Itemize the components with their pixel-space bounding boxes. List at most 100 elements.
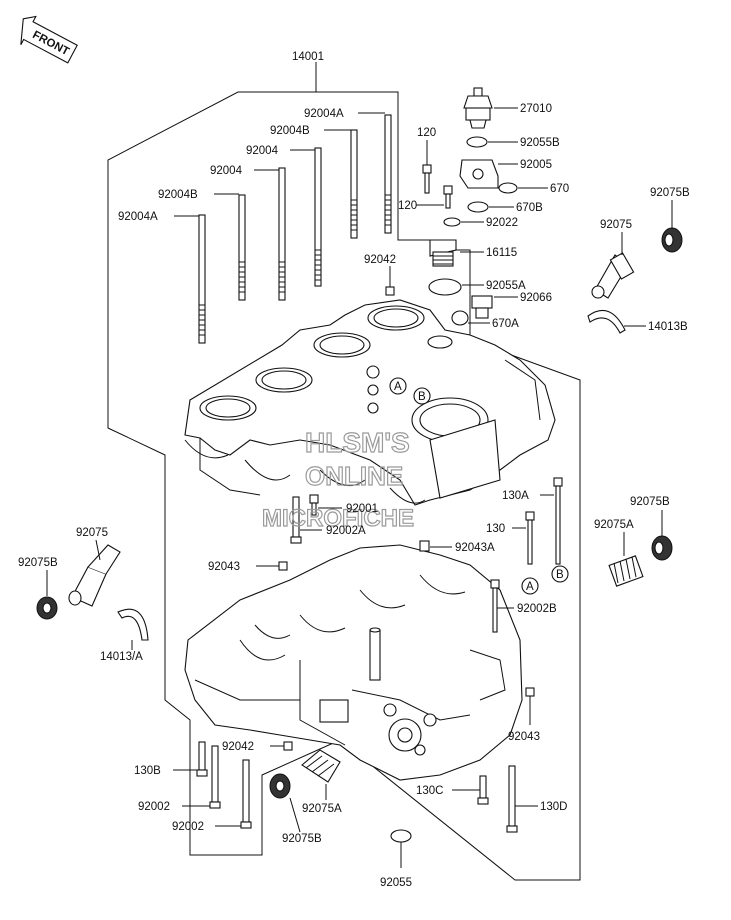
o-ring-670a	[451, 310, 469, 326]
label-120-a: 120	[417, 127, 436, 139]
label-92002-1: 92002	[138, 801, 170, 813]
bearing-cap-92075b-bot	[269, 773, 301, 833]
front-arrow-tag: FRONT	[20, 15, 78, 64]
bearing-cap-92075b-left	[36, 570, 58, 620]
plug-92066	[471, 295, 518, 319]
ref-b-2-circle	[551, 565, 569, 583]
label-92043a: 92043A	[455, 542, 495, 554]
ref-a-2-circle	[521, 577, 539, 595]
svg-text:ONLINE: ONLINE	[305, 461, 403, 491]
label-130d: 130D	[540, 801, 568, 813]
dowel-92042-top	[385, 286, 395, 296]
label-92004b-left: 92004B	[158, 189, 198, 201]
label-92042-bot: 92042	[222, 741, 254, 753]
o-ring-92055a	[428, 278, 462, 296]
bolt-92001	[309, 494, 342, 516]
filler-cap-16115	[429, 239, 484, 267]
washer-92022	[443, 217, 461, 227]
dowel-92042-bot	[283, 741, 293, 751]
ref-a-2: A	[526, 581, 534, 593]
label-14001: 14001	[292, 51, 324, 63]
o-ring-670	[498, 182, 518, 194]
ref-a-1: A	[394, 381, 402, 393]
ref-b-2: B	[556, 569, 564, 581]
label-92055a: 92055A	[486, 280, 526, 292]
label-670b: 670B	[516, 202, 543, 214]
label-27010: 27010	[520, 103, 552, 115]
bolt-92002-2	[215, 759, 252, 829]
label-92075a-r: 92075A	[594, 519, 634, 531]
label-92004-1: 92004	[246, 145, 279, 157]
oil-pressure-switch	[463, 87, 518, 129]
dowel-92043-right	[525, 687, 535, 697]
bolt-130c	[452, 775, 489, 805]
label-92043-left: 92043	[208, 561, 240, 573]
dowel-92043-left	[278, 561, 288, 571]
o-ring-92055	[390, 829, 412, 843]
label-670: 670	[550, 183, 569, 195]
label-92004-2: 92004	[210, 165, 243, 177]
label-92022: 92022	[486, 217, 518, 229]
bolt-92002-1	[182, 745, 221, 809]
stud-bolts	[198, 114, 392, 344]
union-92005	[459, 159, 518, 189]
o-ring-92055b	[466, 136, 488, 148]
label-92004a-top: 92004A	[304, 108, 344, 120]
label-92055b: 92055B	[520, 137, 560, 149]
half-ring-14013b	[587, 309, 646, 334]
label-92002b: 92002B	[517, 603, 557, 615]
bolt-120-a	[422, 140, 432, 194]
bolt-92002a	[290, 496, 322, 544]
bolt-130	[512, 511, 535, 565]
label-92055: 92055	[380, 877, 412, 889]
label-16115: 16115	[486, 247, 517, 259]
label-130c: 130C	[416, 785, 444, 797]
label-92004b-top: 92004B	[270, 125, 310, 137]
lower-crankcase	[184, 544, 523, 781]
ref-b-1: B	[418, 391, 426, 403]
label-14013b: 14013B	[648, 321, 688, 333]
label-92075-left: 92075	[76, 527, 108, 539]
part-labels: 14001 92004A 92004B 92004 92004 92004B 9…	[18, 51, 690, 889]
bolt-130b	[173, 741, 208, 777]
o-ring-670b	[467, 201, 489, 213]
label-92001: 92001	[346, 503, 378, 515]
bearing-92075a-bot	[301, 749, 341, 800]
bearing-cap-92075b-top	[661, 200, 683, 253]
label-92075-tr: 92075	[600, 219, 632, 231]
svg-text:HLSM'S: HLSM'S	[305, 427, 410, 458]
label-120-b: 120	[398, 200, 417, 212]
bearing-92075a-right	[608, 532, 644, 587]
upper-crankcase: A B	[184, 299, 556, 506]
label-92075b-r: 92075B	[630, 496, 670, 508]
svg-text:MICROFICHE: MICROFICHE	[262, 505, 414, 532]
label-92002a: 92002A	[326, 525, 366, 537]
bolt-120-b	[416, 185, 453, 209]
watermark: HLSM'S ONLINE MICROFICHE	[261, 426, 414, 532]
label-130b: 130B	[134, 765, 161, 777]
label-670a: 670A	[492, 318, 519, 330]
label-130: 130	[486, 523, 505, 535]
bearing-cap-92075b-right	[651, 510, 673, 561]
bolt-92002b	[490, 579, 514, 633]
half-ring-14013a	[117, 608, 149, 650]
label-92042-top: 92042	[364, 254, 396, 266]
label-92075b-left: 92075B	[18, 557, 58, 569]
label-92043-right: 92043	[508, 731, 540, 743]
bolt-130d	[506, 765, 538, 833]
label-92004a-left: 92004A	[118, 211, 158, 223]
label-92005: 92005	[520, 159, 552, 171]
bolt-130a	[540, 477, 563, 565]
dowel-92043a	[419, 540, 430, 552]
label-92075b-bot: 92075B	[282, 833, 322, 845]
label-92075a-bot: 92075A	[302, 803, 342, 815]
label-130a: 130A	[502, 490, 529, 502]
bearing-92075-left	[68, 539, 121, 607]
bearing-92075-top	[591, 232, 635, 299]
label-92075b-tr: 92075B	[650, 187, 690, 199]
label-92002-2: 92002	[172, 821, 204, 833]
label-92066: 92066	[520, 292, 552, 304]
stud-leaders	[174, 112, 385, 217]
